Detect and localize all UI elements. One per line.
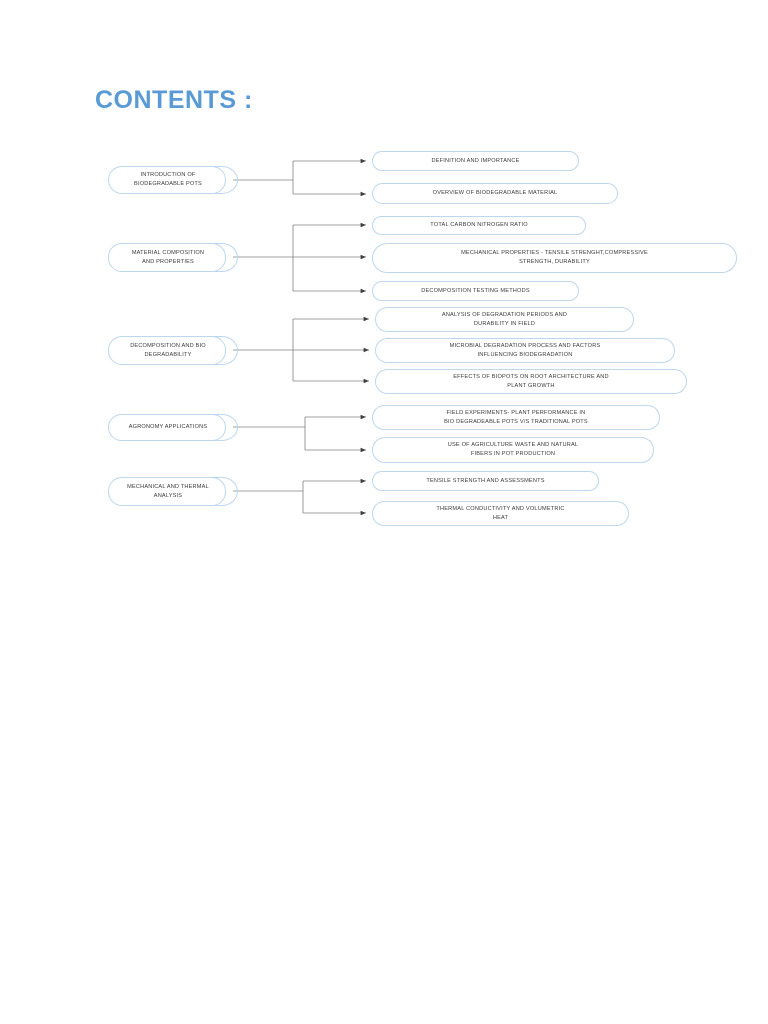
connector-decomposition [233, 316, 369, 384]
child-node-definition-and-importance[interactable]: DEFINITION AND IMPORTANCE [372, 151, 579, 171]
child-node-overview-of-biodegradable-material[interactable]: OVERVIEW OF BIODEGRADABLE MATERIAL [372, 183, 618, 204]
parent-node-label: MECHANICAL AND THERMAL ANALYSIS [127, 483, 209, 499]
parent-node-label: INTRODUCTION OF BIODEGRADABLE POTS [134, 172, 202, 187]
parent-node-label: DECOMPOSITION AND BIO DEGRADABILITY [130, 342, 206, 358]
child-node-label: TOTAL CARBON NITROGEN RATIO [430, 222, 528, 229]
child-node-label: MECHANICAL PROPERTIES - TENSILE STRENGHT… [461, 250, 648, 265]
node-arc-decoration [211, 414, 238, 441]
page-title: CONTENTS : [95, 86, 253, 114]
child-node-label: TENSILE STRENGTH AND ASSESSMENTS [426, 477, 545, 484]
child-node-tensile-strength-and-assessments[interactable]: TENSILE STRENGTH AND ASSESSMENTS [372, 471, 599, 491]
child-node-label: USE OF AGRICULTURE WASTE AND NATURAL FIB… [447, 442, 579, 457]
parent-node-decomposition[interactable]: DECOMPOSITION AND BIO DEGRADABILITY [108, 336, 238, 365]
child-node-field-experiments[interactable]: FIELD EXPERIMENTS- PLANT PERFORMANCE IN … [372, 405, 660, 430]
child-node-microbial-degradation-process[interactable]: MICROBIAL DEGRADATION PROCESS AND FACTOR… [375, 338, 675, 363]
child-node-label: FIELD EXPERIMENTS- PLANT PERFORMANCE IN … [444, 409, 588, 425]
connector-mechanical-thermal [233, 478, 366, 516]
child-node-label: EFFECTS OF BIOPOTS ON ROOT ARCHITECTURE … [453, 373, 609, 389]
child-node-use-of-agriculture-waste[interactable]: USE OF AGRICULTURE WASTE AND NATURAL FIB… [372, 437, 654, 463]
child-node-decomposition-testing-methods[interactable]: DECOMPOSITION TESTING METHODS [372, 281, 579, 301]
child-node-label: DECOMPOSITION TESTING METHODS [421, 287, 530, 294]
child-node-label: OVERVIEW OF BIODEGRADABLE MATERIAL [432, 190, 558, 197]
parent-node-material-composition[interactable]: MATERIAL COMPOSITION AND PROPERTIES [108, 243, 238, 272]
child-node-label: DEFINITION AND IMPORTANCE [431, 157, 520, 164]
child-node-thermal-conductivity[interactable]: THERMAL CONDUCTIVITY AND VOLUMETRIC HEAT [372, 501, 629, 526]
parent-node-introduction[interactable]: INTRODUCTION OF BIODEGRADABLE POTS [108, 166, 238, 194]
connector-material-composition [233, 222, 366, 294]
child-node-label: ANALYSIS OF DEGRADATION PERIODS AND DURA… [441, 311, 568, 327]
child-node-effects-of-biopots-on-root-architecture[interactable]: EFFECTS OF BIOPOTS ON ROOT ARCHITECTURE … [375, 369, 687, 394]
node-arc-decoration [211, 243, 238, 272]
parent-node-label: MATERIAL COMPOSITION AND PROPERTIES [131, 249, 205, 265]
connector-introduction [233, 158, 366, 197]
child-node-total-carbon-nitrogen-ratio[interactable]: TOTAL CARBON NITROGEN RATIO [372, 216, 586, 235]
connector-agronomy [233, 414, 366, 453]
parent-node-label: AGRONOMY APPLICATIONS [128, 424, 208, 431]
node-arc-decoration [211, 477, 238, 506]
node-arc-decoration [211, 166, 238, 194]
parent-node-mechanical-thermal[interactable]: MECHANICAL AND THERMAL ANALYSIS [108, 477, 238, 506]
child-node-label: THERMAL CONDUCTIVITY AND VOLUMETRIC HEAT [436, 505, 565, 521]
parent-node-agronomy[interactable]: AGRONOMY APPLICATIONS [108, 414, 238, 441]
node-arc-decoration [211, 336, 238, 365]
child-node-analysis-of-degradation-periods[interactable]: ANALYSIS OF DEGRADATION PERIODS AND DURA… [375, 307, 634, 332]
child-node-mechanical-properties[interactable]: MECHANICAL PROPERTIES - TENSILE STRENGHT… [372, 243, 737, 273]
child-node-label: MICROBIAL DEGRADATION PROCESS AND FACTOR… [449, 342, 601, 358]
